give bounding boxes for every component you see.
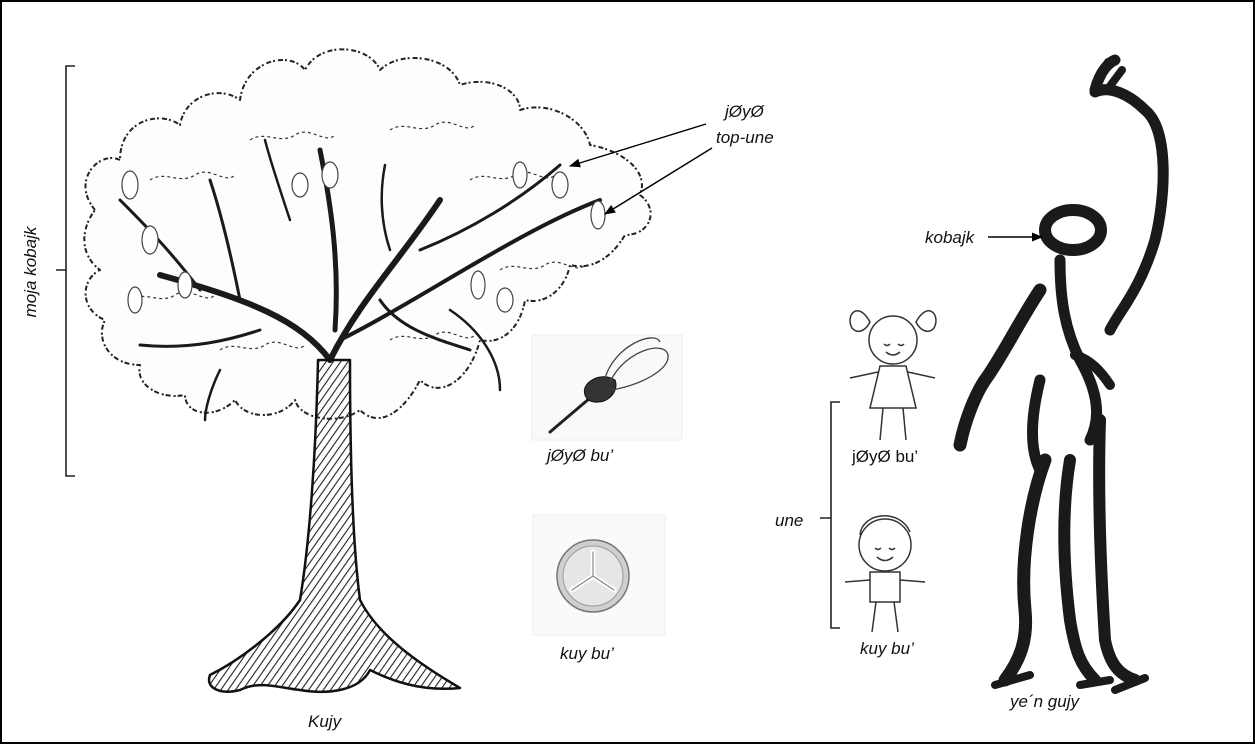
boy-label: kuy bu’ [860,639,914,658]
tree-canopy [83,48,652,420]
person-label: ye´n gujy [1010,692,1079,711]
flower-arrow [568,123,707,168]
girl-drawing [849,310,937,441]
canopy-bracket [56,65,75,477]
fruit-label: top-une [716,128,774,147]
tree-illustration [83,48,652,694]
flower-drawing [531,334,683,441]
canopy-texture [129,121,586,351]
seed-item-label: kuy bu’ [560,644,614,663]
boy-drawing [844,515,926,633]
head-label: kobajk [925,228,975,247]
girl-label: jØyØ bu’ [852,447,919,466]
flower-item-label: jØyØ bu’ [547,446,614,465]
tree-label: Kujy [308,712,342,731]
canopy-label: moja kobajk [21,226,40,318]
canopy-flowers [121,161,606,314]
offspring-bracket [820,401,840,629]
flower-label: jØyØ [725,102,764,121]
fruit-arrow [604,147,713,215]
seed-drawing [532,514,666,636]
offspring-label: une [775,511,804,530]
tree-trunk [207,358,462,694]
person-figure [953,54,1169,694]
